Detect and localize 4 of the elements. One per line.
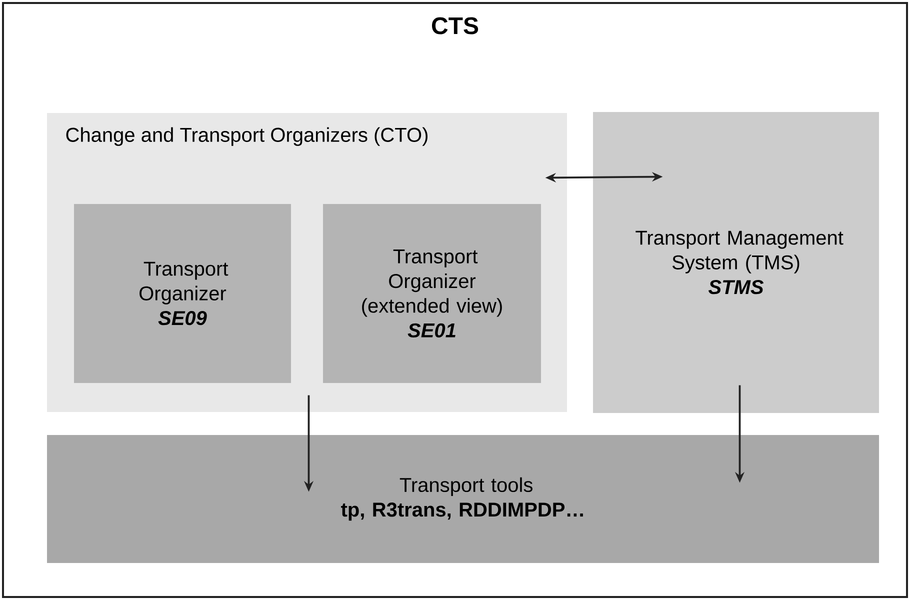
tools-band: Transport tools tp, R3trans, RDDIMPDP…	[47, 435, 879, 563]
tool-box: Transport Organizer (extended view) SE01	[323, 204, 541, 383]
tool-box: Transport Organizer SE09	[74, 204, 291, 383]
system-panel: Transport Management System (TMS) STMS	[593, 112, 879, 413]
